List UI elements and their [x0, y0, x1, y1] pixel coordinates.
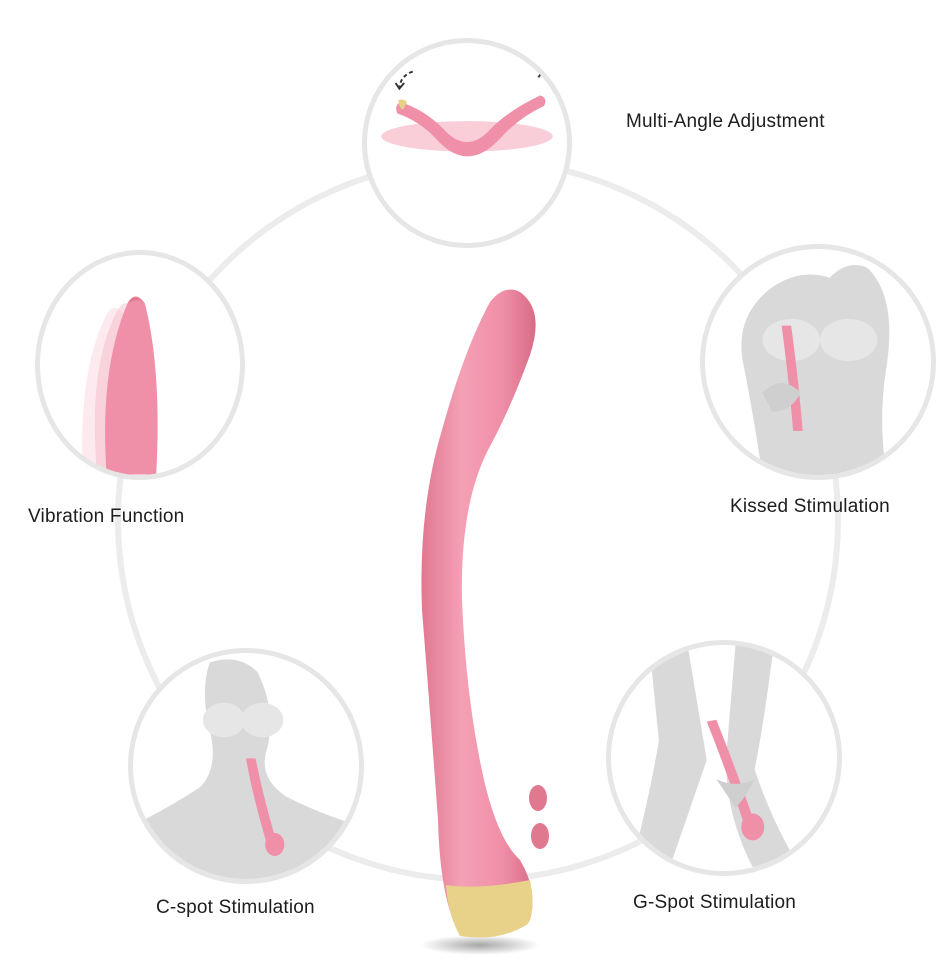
- power-button: [529, 785, 547, 811]
- cspot-illustration: [133, 659, 359, 879]
- gspot-label: G-Spot Stimulation: [633, 892, 797, 913]
- kissed-bubble: [700, 244, 936, 480]
- vibration-label: Vibration Function: [28, 506, 185, 527]
- angle-adjust-bubble: [362, 38, 572, 248]
- product-body: [421, 289, 536, 936]
- angle-adjust-illustration: [381, 66, 555, 157]
- kissed-label: Kissed Stimulation: [730, 496, 890, 517]
- kissed-illustration: [741, 264, 890, 475]
- cspot-label: C-spot Stimulation: [156, 897, 315, 918]
- product-gold-tip: [446, 880, 533, 938]
- angle-adjust-label: Multi-Angle Adjustment: [626, 111, 825, 132]
- vibration-bubble: [35, 250, 245, 480]
- product-image: [420, 289, 549, 955]
- gspot-illustration: [630, 645, 803, 871]
- vibration-illustration: [82, 296, 158, 475]
- product-shadow: [420, 935, 540, 955]
- mode-button: [531, 823, 549, 849]
- cspot-bubble: [128, 648, 364, 884]
- gspot-bubble: [606, 640, 842, 876]
